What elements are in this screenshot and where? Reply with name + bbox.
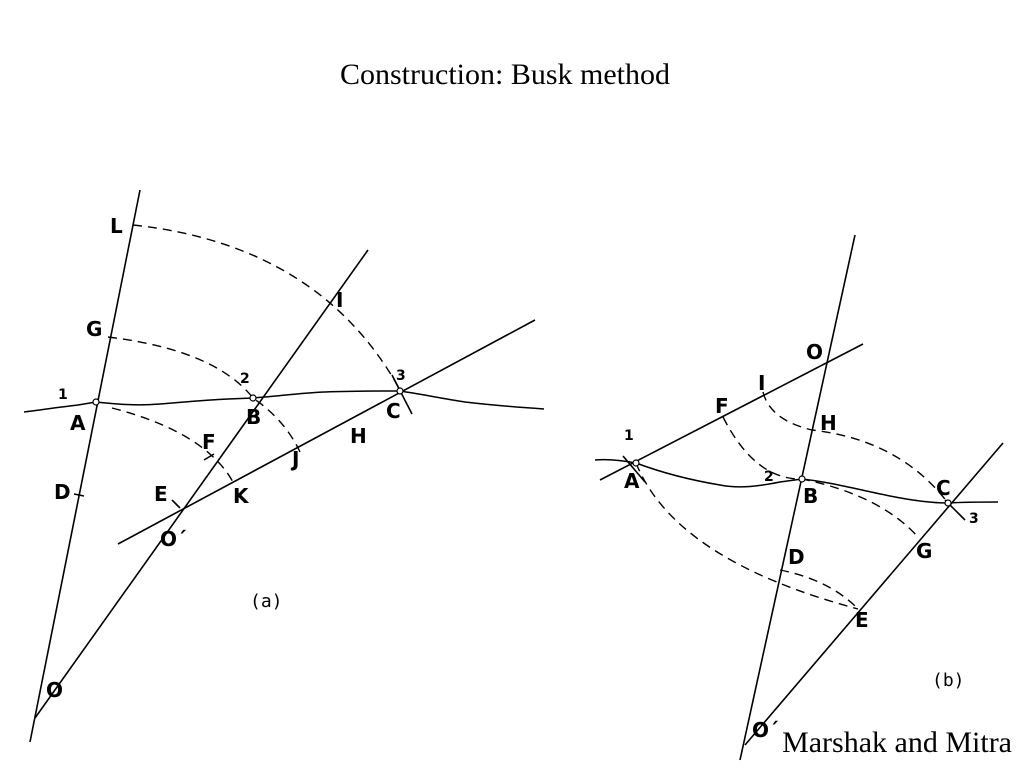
label-b-F: F bbox=[715, 394, 729, 418]
point-b-A bbox=[632, 459, 640, 467]
arc-b-I-C bbox=[762, 391, 949, 504]
caption-a: (a) bbox=[250, 591, 283, 612]
credit-text: Marshak and Mitra bbox=[780, 726, 1014, 760]
tick-a-E bbox=[171, 499, 181, 509]
label-a-I: I bbox=[336, 288, 343, 312]
label-a-3: 3 bbox=[396, 368, 406, 384]
label-b-A: A bbox=[624, 469, 640, 493]
label-b-G: G bbox=[916, 539, 932, 563]
label-a-L: L bbox=[110, 214, 123, 238]
point-a-A bbox=[92, 398, 100, 406]
label-a-2: 2 bbox=[240, 371, 250, 387]
label-b-1: 1 bbox=[624, 428, 634, 444]
horizon-a bbox=[23, 390, 545, 413]
arc-a-L-C bbox=[132, 224, 401, 391]
label-b-I: I bbox=[758, 371, 765, 395]
label-b-H: H bbox=[820, 411, 837, 435]
line-a-OI bbox=[34, 249, 369, 719]
line-a-OprimeC bbox=[117, 319, 536, 545]
line-b-OOprime bbox=[739, 234, 856, 761]
caption-b: (b) bbox=[932, 670, 965, 691]
line-b-OprimeC bbox=[744, 442, 1004, 746]
point-a-C bbox=[396, 387, 404, 395]
label-a-1: 1 bbox=[58, 387, 68, 403]
tick-a-D bbox=[73, 493, 85, 497]
point-a-B bbox=[249, 394, 257, 402]
label-a-O: O bbox=[46, 678, 63, 702]
panel-a: L I G 1 A 2 B 3 C F H J D E K O´ O (a) bbox=[23, 189, 545, 743]
label-b-E: E bbox=[855, 608, 869, 632]
label-a-H: H bbox=[350, 424, 367, 448]
arc-a-A-K bbox=[111, 407, 234, 483]
point-b-C bbox=[944, 499, 952, 507]
panel-b: O I F H 1 A 2 B C 3 G D E O´ (b) bbox=[594, 234, 1004, 761]
label-a-K: K bbox=[233, 484, 250, 508]
arc-b-A-E bbox=[635, 462, 859, 610]
label-a-D: D bbox=[54, 480, 71, 504]
line-b-A-tick bbox=[622, 455, 646, 483]
tick-a-F bbox=[203, 453, 215, 461]
arc-a-G-B-J bbox=[107, 336, 301, 453]
label-a-E: E bbox=[154, 482, 168, 506]
arc-b-F-G bbox=[722, 416, 919, 538]
label-a-B: B bbox=[246, 405, 261, 429]
label-b-Oprime: O´ bbox=[752, 718, 779, 742]
label-b-2: 2 bbox=[764, 469, 774, 485]
label-a-J: J bbox=[290, 447, 299, 471]
label-a-A: A bbox=[70, 411, 86, 435]
label-b-3: 3 bbox=[969, 511, 979, 527]
line-b-AO bbox=[599, 343, 864, 481]
label-b-D: D bbox=[788, 545, 805, 569]
label-a-G: G bbox=[86, 317, 102, 341]
label-a-F: F bbox=[202, 430, 216, 454]
slide-title: Construction: Busk method bbox=[340, 58, 670, 91]
label-a-C: C bbox=[386, 399, 401, 423]
label-b-B: B bbox=[803, 484, 818, 508]
label-a-Oprime: O´ bbox=[160, 527, 187, 551]
label-b-C: C bbox=[936, 476, 951, 500]
point-b-B bbox=[798, 475, 806, 483]
arc-b-D-E bbox=[779, 569, 859, 610]
line-a-OL bbox=[29, 189, 141, 743]
label-b-O: O bbox=[806, 340, 823, 364]
